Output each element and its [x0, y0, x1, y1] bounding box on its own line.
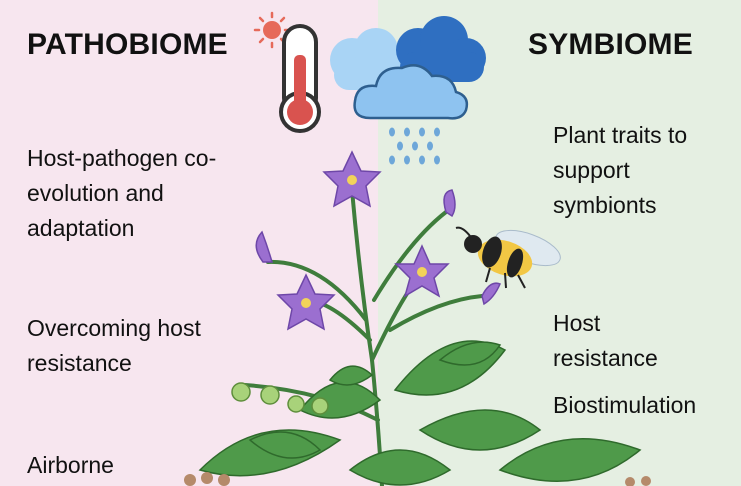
symbiome-title: SYMBIOME	[528, 28, 693, 61]
flower-icon	[255, 150, 501, 331]
rain-icon	[389, 127, 440, 165]
cloud-icon	[330, 16, 486, 120]
pathobiome-title: PATHOBIOME	[27, 28, 228, 61]
leaf-cluster	[198, 340, 642, 486]
bee-icon	[455, 226, 561, 289]
seed-cluster	[184, 472, 651, 486]
tomato-icon	[231, 382, 329, 415]
symbiome-item-host-resistance: Host resistance	[553, 310, 658, 371]
symbiome-item-biostimulation: Biostimulation	[553, 392, 697, 418]
thermometer-icon	[279, 24, 321, 133]
symbiome-item-plant-traits: Plant traits to support symbionts	[553, 122, 688, 218]
pathobiome-item-coevolution: Host-pathogen co-evolution and adaptatio…	[27, 145, 217, 241]
pathobiome-item-resistance: Overcoming host resistance	[27, 315, 201, 376]
pathobiome-item-airborne: Airborne	[27, 452, 114, 478]
